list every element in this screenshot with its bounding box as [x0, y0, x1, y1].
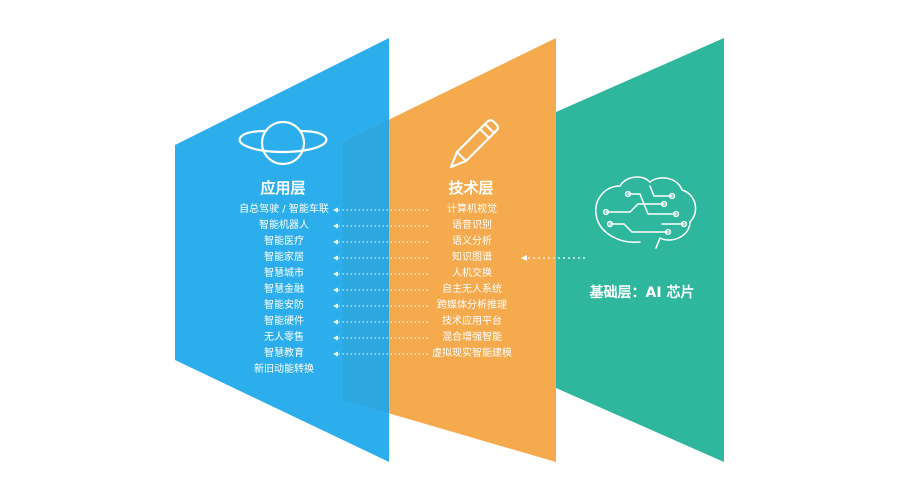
application-item: 智能医疗: [264, 236, 304, 247]
technology-item: 人机交换: [452, 268, 492, 279]
technology-item: 计算机视觉: [447, 204, 497, 215]
application-item: 无人零售: [264, 332, 304, 343]
foundation-layer-title: 基础层：AI 芯片: [589, 285, 695, 301]
technology-item: 语义分析: [452, 236, 492, 247]
application-item: 智慧教育: [264, 348, 304, 359]
technology-layer-panel: [343, 38, 556, 462]
foundation-to-tech-arrowhead: [521, 255, 527, 261]
application-item: 新旧动能转换: [254, 364, 314, 375]
application-item: 自总驾驶 / 智能车联: [239, 204, 329, 215]
technology-item: 跨媒体分析推理: [437, 300, 507, 311]
application-layer-panel: [175, 38, 389, 462]
tech-to-app-arrowheads: [333, 207, 338, 357]
technology-item: 自主无人系统: [442, 284, 502, 295]
technology-item: 知识图谱: [452, 252, 492, 263]
application-item: 智能家居: [264, 252, 304, 263]
application-item: 智能机器人: [259, 220, 309, 231]
tech-to-app-connectors: [337, 209, 428, 355]
application-item: 智慧金融: [264, 284, 304, 295]
pencil-icon: [449, 119, 500, 169]
application-item: 智慧城市: [264, 268, 304, 279]
application-layer-title: 应用层: [260, 179, 306, 197]
planet-icon: [238, 120, 328, 166]
application-item: 智能硬件: [264, 316, 304, 327]
brain-circuit-icon: [595, 176, 697, 249]
technology-layer-title: 技术层: [448, 179, 494, 197]
foundation-layer-panel: [556, 38, 724, 462]
technology-item: 技术应用平台: [442, 316, 502, 327]
technology-item: 混合增强智能: [442, 332, 502, 343]
application-item: 智能安防: [264, 300, 304, 311]
technology-item: 虚拟现实智能建模: [432, 348, 512, 359]
technology-item: 语音识别: [452, 220, 492, 231]
